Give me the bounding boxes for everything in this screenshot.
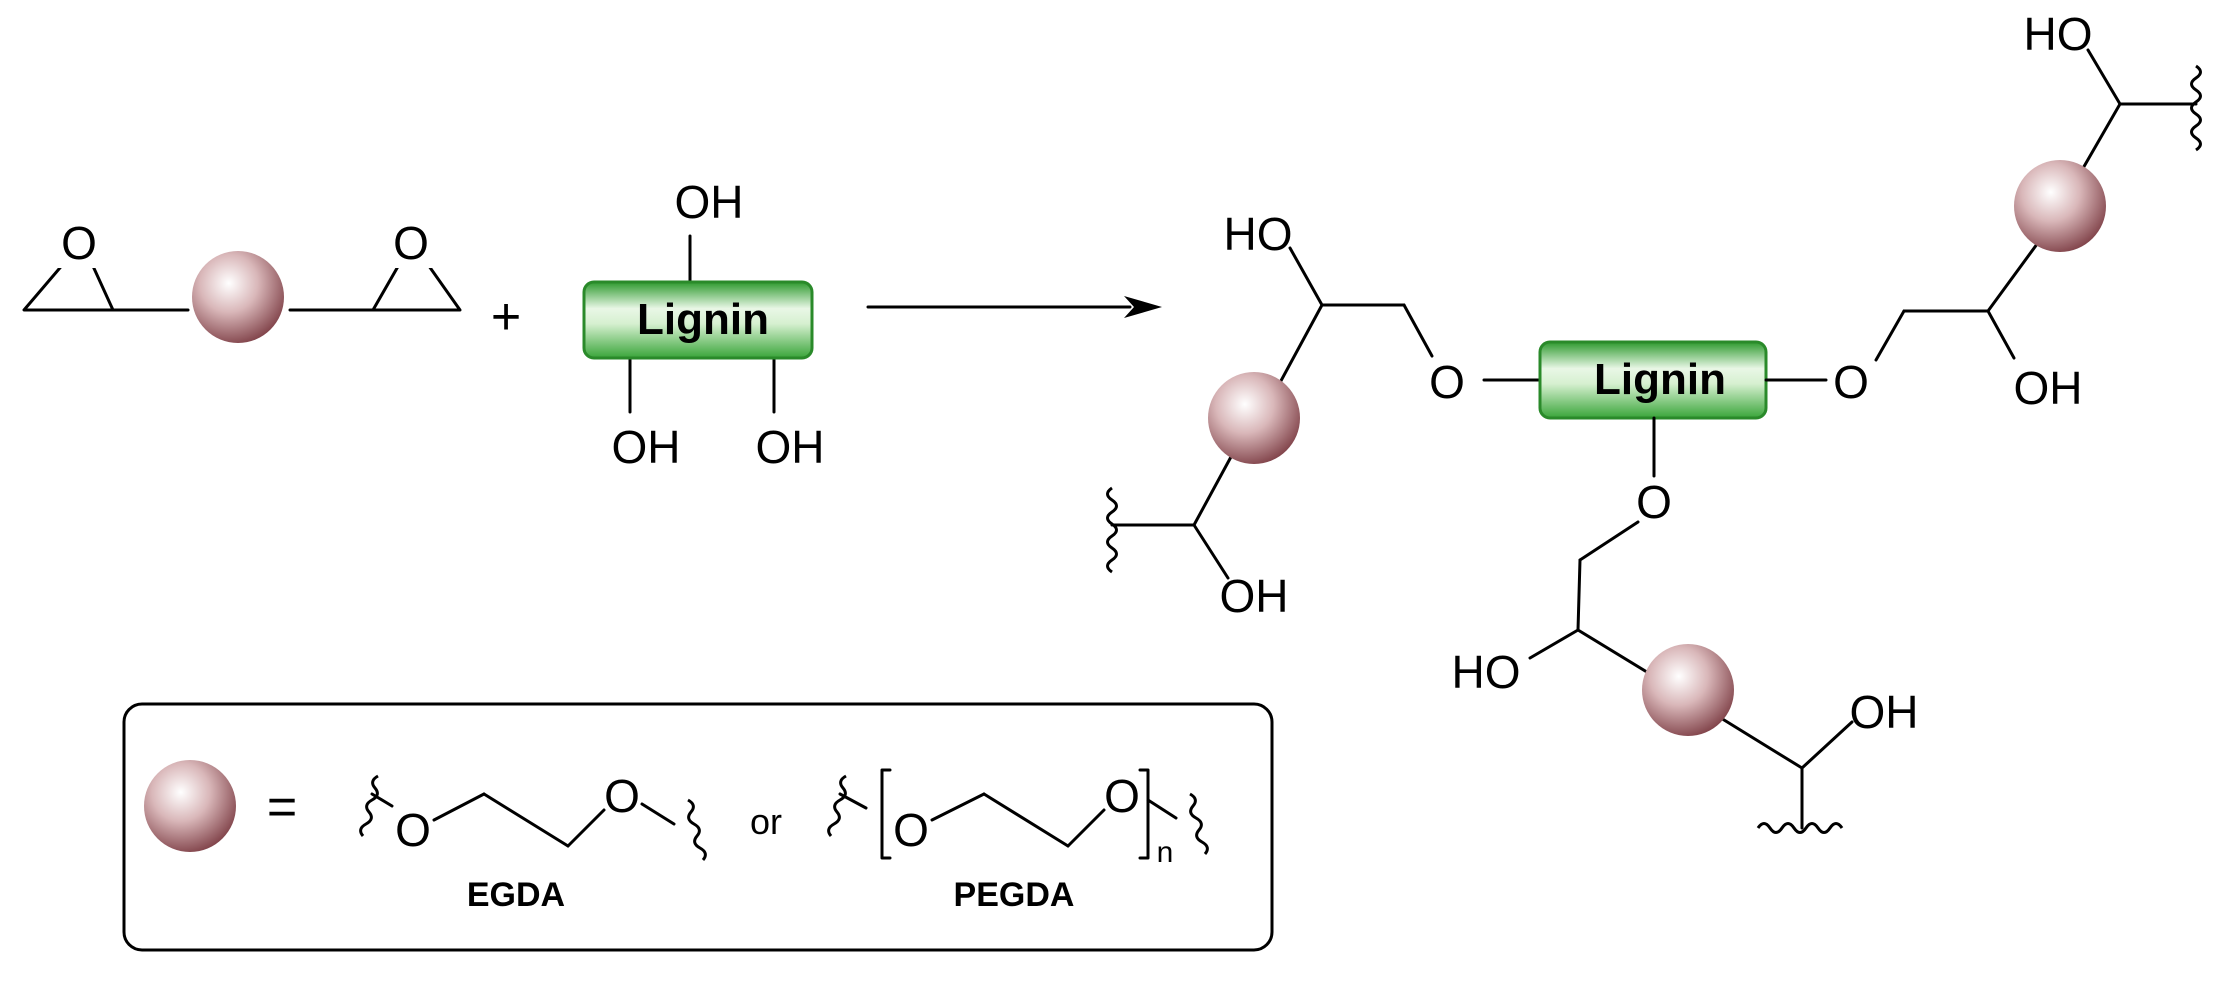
egda-oxygen-right: O [604,770,640,822]
diepoxide-reactant: O O [22,217,462,343]
product-hydroxyl-bottom-left: HO [1452,646,1521,698]
pegda-name: PEGDA [954,876,1075,914]
product-lignin-label: Lignin [1594,355,1726,404]
lignin-reactant: Lignin OH OH OH [582,176,825,473]
pegda-repeat-index: n [1157,836,1174,869]
linker-sphere [1642,644,1734,736]
pegda-wavy-right [1189,792,1209,855]
linker-sphere [2014,160,2106,252]
pegda-wavy-left [827,774,847,837]
legend-or: or [750,801,782,842]
product-hydroxyl-left-top: HO [1224,208,1293,260]
egda-oxygen-left: O [395,804,431,856]
egda-name: EGDA [467,876,565,914]
epoxide-oxygen-left: O [61,217,97,269]
pegda-oxygen-left: O [893,804,929,856]
linker-sphere [1208,372,1300,464]
product-oxygen-bottom: O [1636,476,1672,528]
egda-wavy-left [359,774,379,837]
wavy-bond-left [1106,486,1118,574]
reaction-arrow [866,296,1162,318]
wavy-bond-top-right [2190,64,2202,152]
epoxide-oxygen-right: O [393,217,429,269]
product-oxygen-left: O [1429,356,1465,408]
wavy-bond-bottom [1756,822,1844,834]
product-oxygen-right: O [1833,356,1869,408]
lignin-hydroxyl-bottom-right: OH [756,421,825,473]
product-hydroxyl-left-bottom: OH [1220,570,1289,622]
lignin-label: Lignin [637,295,769,344]
linker-sphere [192,251,284,343]
legend: = O O EGDA or O O n PEGDA [122,702,1274,952]
lignin-hydroxyl-top: OH [675,176,744,228]
product-hydroxyl-right: OH [2014,362,2083,414]
product-hydroxyl-top: HO [2024,8,2093,60]
lignin-box [582,280,814,360]
legend-equals: = [267,778,297,836]
linker-sphere-key [144,760,236,852]
lignin-hydroxyl-bottom-left: OH [612,421,681,473]
product-hydroxyl-bottom-right: OH [1850,686,1919,738]
plus-sign: + [491,288,521,346]
crosslinked-product: HO O OH Lignin O OH HO O HO OH [1106,8,2202,834]
pegda-oxygen-right: O [1104,770,1140,822]
egda-wavy-right [687,798,707,861]
